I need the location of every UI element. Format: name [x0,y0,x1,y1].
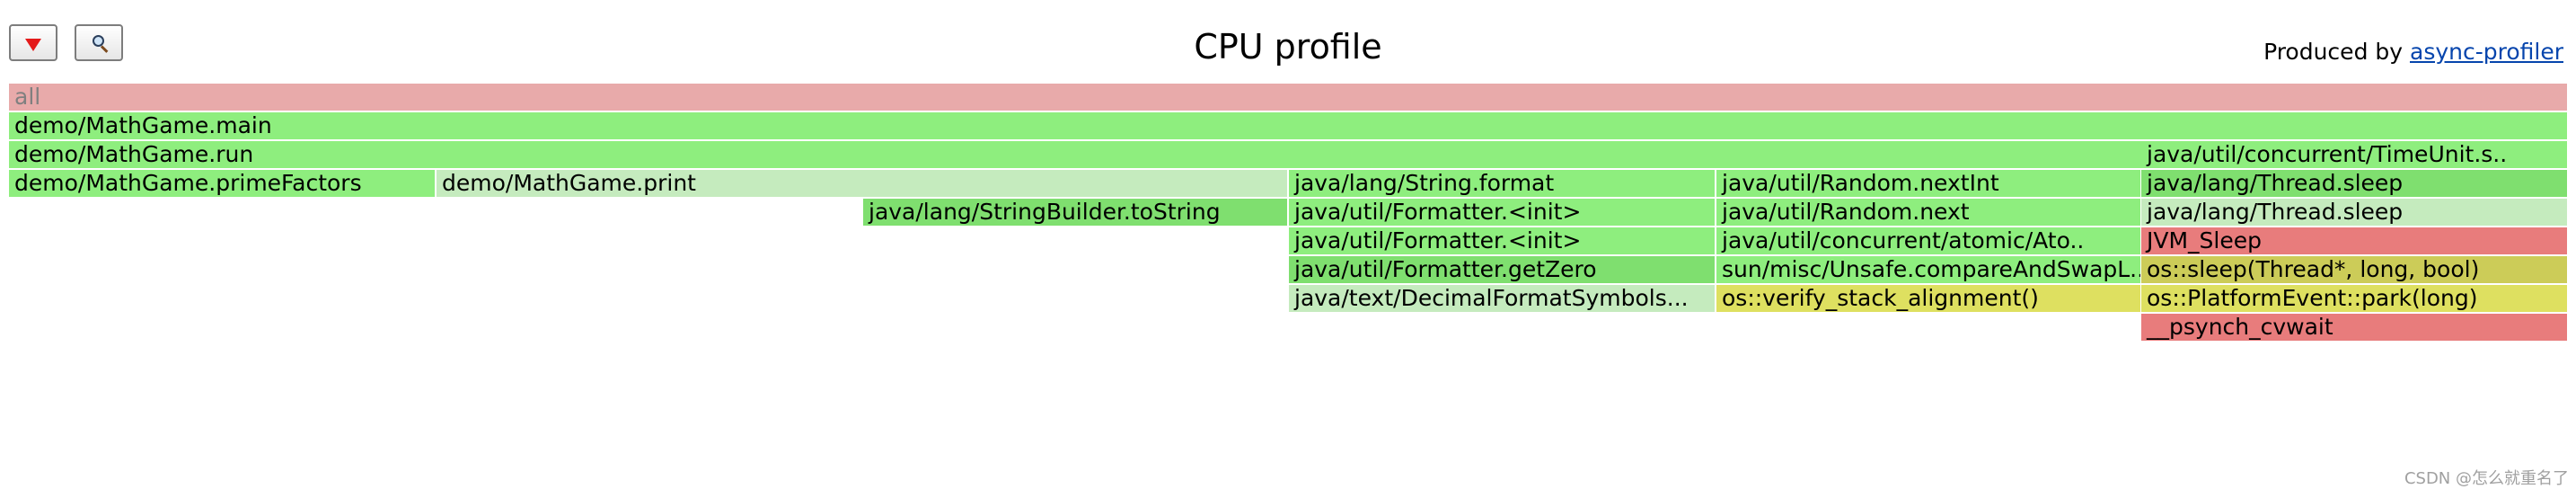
produced-by: Produced by async-profiler [2263,38,2563,67]
flame-frame[interactable]: java/util/Random.nextInt [1716,170,2140,197]
flame-frame[interactable]: os::PlatformEvent::park(long) [2141,285,2567,312]
search-button[interactable] [75,24,123,61]
page-title: CPU profile [1194,27,1382,67]
flame-frame[interactable]: demo/MathGame.primeFactors [9,170,435,197]
flame-frame[interactable]: os::sleep(Thread*, long, bool) [2141,256,2567,283]
flame-frame[interactable]: java/lang/Thread.sleep [2141,170,2567,197]
flame-frame[interactable]: demo/MathGame.run [9,141,2567,168]
down-triangle-icon [25,39,41,51]
flame-frame[interactable]: __psynch_cvwait [2141,314,2567,341]
flame-frame[interactable]: java/lang/String.format [1289,170,1715,197]
watermark: CSDN @怎么就重名了 [2404,469,2569,488]
flame-frame[interactable]: os::verify_stack_alignment() [1716,285,2140,312]
flame-frame[interactable]: java/util/Formatter.<init> [1289,227,1715,254]
flame-frame[interactable]: java/util/Formatter.getZero [1289,256,1715,283]
flame-frame[interactable]: all [9,84,2567,111]
magnifier-icon [93,35,109,53]
flame-frame[interactable]: JVM_Sleep [2141,227,2567,254]
flame-frame[interactable]: java/util/Random.next [1716,199,2140,226]
async-profiler-link[interactable]: async-profiler [2410,39,2563,65]
flame-frame[interactable]: java/text/DecimalFormatSymbols... [1289,285,1715,312]
flame-frame[interactable]: java/util/concurrent/atomic/Ato.. [1716,227,2140,254]
flame-frame[interactable]: java/lang/StringBuilder.toString [863,199,1287,226]
flame-frame[interactable]: java/util/Formatter.<init> [1289,199,1715,226]
reverse-button[interactable] [9,24,57,61]
produced-by-text: Produced by [2263,39,2410,65]
flame-frame[interactable]: java/lang/Thread.sleep [2141,199,2567,226]
flame-frame[interactable]: sun/misc/Unsafe.compareAndSwapL.. [1716,256,2140,283]
flame-frame[interactable]: demo/MathGame.print [437,170,1287,197]
flame-frame[interactable]: demo/MathGame.main [9,112,2567,139]
flame-frame[interactable]: java/util/concurrent/TimeUnit.s.. [2141,141,2567,168]
